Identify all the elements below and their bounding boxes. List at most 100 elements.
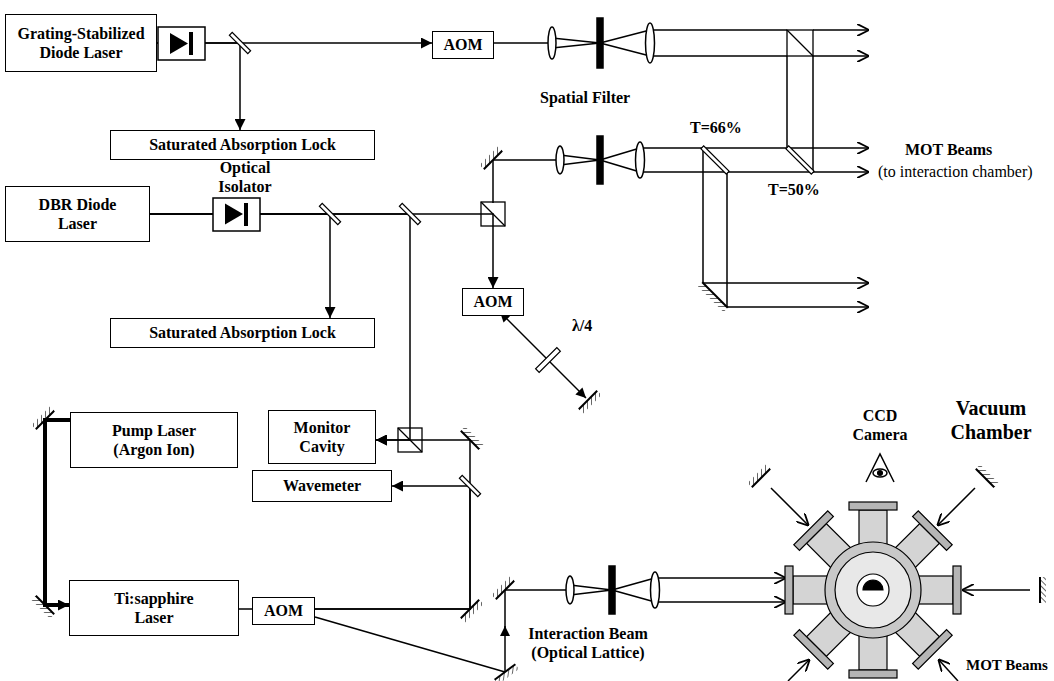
mot-beam-arrow [788,660,809,681]
vacuum-chamber [785,502,961,678]
beam [650,55,787,57]
beam-splitter [701,146,729,174]
beam-path [45,420,70,605]
optical-isolator [158,27,205,60]
beam [494,42,552,44]
box-label: Monitor Cavity [285,418,360,456]
mot-beam-arrow [771,488,808,525]
beam [600,43,650,56]
isolator-box [158,27,205,60]
splitter-cube [398,428,422,452]
beam [786,56,788,147]
diode-bar [244,203,248,226]
box-label: Wavemeter [283,476,361,495]
beam [504,590,506,630]
lens [636,142,645,178]
beam [702,148,704,283]
mot-beam-arrow [963,589,1030,591]
laser-box: Grating-Stabilized Diode Laser [5,14,157,72]
mirror [698,282,728,312]
beam [726,172,728,307]
mot-beam-arrow [640,171,868,173]
chamber-flange [835,552,911,628]
beam-splitter [786,146,814,174]
lock-box: Saturated Absorption Lock [110,130,375,160]
beam [505,589,570,591]
annotation-label: MOT Beams [966,656,1048,674]
mot-beam-arrow [938,488,975,525]
annotation-label: (to interaction chamber) [878,162,1033,181]
chamber-hub [825,542,921,638]
box-label: Saturated Absorption Lock [149,135,336,154]
beam [650,29,787,31]
mot-beam-arrow [939,660,958,681]
aom-box: AOM [252,597,315,625]
mot-beam-arrow [640,147,868,149]
annotation-label: Optical Isolator [205,158,285,196]
diode-symbol [225,204,243,225]
beam [504,626,506,672]
lens [548,27,556,59]
lock-box: Saturated Absorption Lock [110,318,375,348]
ccd-camera-symbol [866,454,894,482]
lens [651,572,660,608]
box-label: Grating-Stabilized Diode Laser [11,24,151,62]
mirror [32,407,55,430]
beam [570,585,612,590]
annotation-label: λ/4 [572,316,592,335]
mot-beam-arrow [813,29,868,31]
beam [552,38,600,43]
box-label: DBR Diode Laser [32,195,124,233]
mirror [748,465,771,488]
lattice-beam [655,577,785,579]
eye [873,469,887,477]
mirror [461,427,484,450]
pinhole [597,18,603,68]
mirror [461,600,484,623]
beam-path [239,608,252,610]
aom-box: AOM [462,288,524,316]
pinhole [609,566,615,614]
splitter-cube [787,30,813,56]
mirror [492,577,515,600]
atom-cloud [863,580,883,590]
optical-isolator [213,198,260,231]
lens [556,146,564,174]
box-label: AOM [264,601,303,620]
annotation-label: Vacuum Chamber [935,396,1047,444]
beam-path [150,214,493,288]
lens [566,576,574,604]
beam [315,617,505,672]
annotation-label: Spatial Filter [540,88,630,107]
beam-lines [315,30,1030,681]
spatial-filter [548,18,660,614]
mirror [579,391,602,414]
annotation-label: CCD Camera [843,406,917,444]
wave-plate [536,348,561,373]
aom-box: AOM [432,31,494,59]
mot-beam-arrow [703,282,868,284]
beam [812,56,814,173]
beam [612,590,655,602]
lattice-beam [655,601,785,603]
mot-beam-arrow [727,306,868,308]
lens [646,23,655,63]
pupil [878,471,883,476]
mirror [495,664,519,681]
chamber-window [857,574,889,606]
pinhole [597,136,603,184]
box-label: AOM [443,35,482,54]
box-label: AOM [473,292,512,311]
annotation-label: T=66% [690,118,742,137]
mot-beam-arrow [813,55,868,57]
splitter-cube [481,202,505,226]
box-label: Saturated Absorption Lock [149,323,336,342]
beam [600,30,650,43]
beam [612,578,655,590]
annotation-label: Interaction Beam (Optical Lattice) [518,624,658,662]
beam-splitter [399,203,420,224]
laser-box: Ti:sapphire Laser [69,580,239,636]
diode-symbol [170,33,188,54]
diode-bar [189,32,193,55]
beam [492,160,494,203]
